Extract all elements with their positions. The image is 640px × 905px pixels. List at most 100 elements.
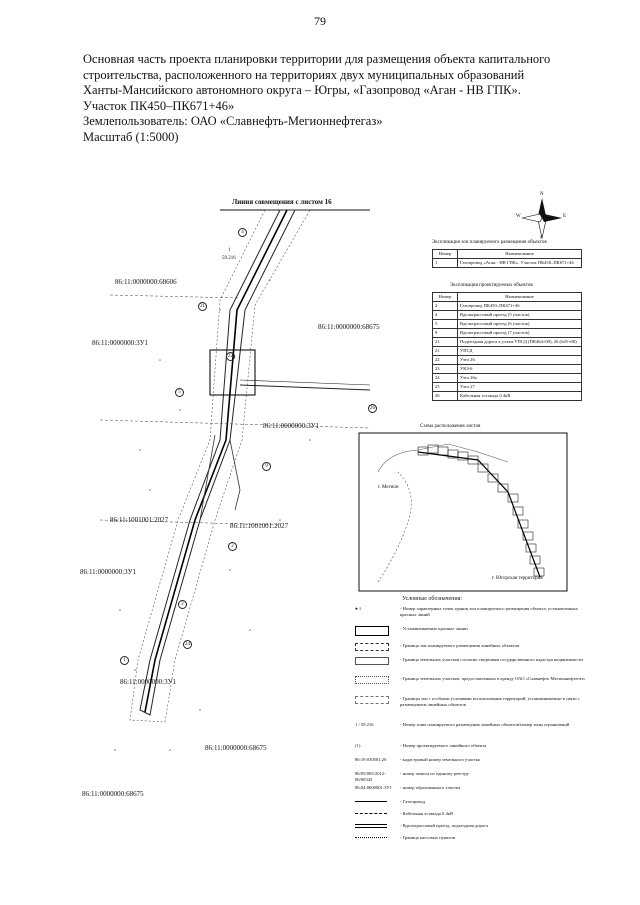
object-marker: 26 [368,404,377,413]
legend-symbol: 86:19:030501:20 [355,757,387,762]
legend-text: - Граница кассовых пунктов [400,835,456,840]
table-cell: Вдольтрассовый проезд (7 участок) [457,328,582,338]
table-header: Номер [432,249,458,259]
object-marker: 4 [238,228,247,237]
object-marker: 24 [183,640,192,649]
table-cell: 4 [432,310,458,320]
parcel-label: 86:11:0000000:68606 [115,278,177,286]
table-cell: Газопровод «Аган - НВ ГПК». Участок ПК45… [457,258,582,268]
object-marker: 21 [198,302,207,311]
inset-caption: Схема расположения листов [420,424,481,429]
planning-map [99,209,370,751]
object-marker: 1 [120,656,129,665]
legend-text: - Граница зон планируемого размещения ли… [400,643,520,648]
legend-symbol: 86/05/005/2012-06/00343 [355,771,386,782]
parcel-label: 86:11:0000000:3У1 [263,422,320,430]
table1-caption: Экспликация зон планируемого размещения … [432,240,547,245]
compass-e: E [563,214,567,219]
document-title: Основная часть проекта планировки террит… [83,52,593,145]
legend-symbol: (1) [355,743,361,748]
table-cell: 22 [432,355,458,365]
table-cell: 21 [432,337,458,347]
table-cell: Узел 27 [457,382,582,392]
table-cell: УКЗ-6 [457,364,582,374]
table-cell: 9 [432,328,458,338]
parcel-label: 86:11:0000000:3У1 [120,678,177,686]
page-number: 79 [314,14,326,28]
cash-boundary-symbol [355,835,395,841]
table-cell: 26 [432,391,458,401]
table-header: Наименование [457,249,582,259]
table-header: Наименование [457,292,582,302]
table-cell: УПСД [457,346,582,356]
title-line: строительства, расположенного на террито… [83,67,525,82]
special-zone-symbol [355,696,395,706]
object-marker: 2 [178,600,187,609]
object-marker: 2 [228,542,237,551]
title-line: Участок ПК450–ПК671+46» [83,98,235,113]
parcel-label: 86:11:0000000:3У1 [80,568,137,576]
table-cell: 1 [432,258,458,268]
table-cell: 23 [432,364,458,374]
legend-text: - Устанавливаемые красные линии [400,626,468,631]
table-cell: Газопровод ПК450–ПК671+46 [457,301,582,311]
table-cell: Узел 26 [457,355,582,365]
pipeline-line-symbol [355,799,395,805]
title-line: Масштаб (1:5000) [83,129,179,144]
object-marker: 9 [262,462,271,471]
table-cell: 5 [432,319,458,329]
compass-icon [521,198,562,239]
cable-line-symbol [355,811,395,817]
table-cell: Узел 26а [457,373,582,383]
table-cell: 24 [432,373,458,383]
legend-text: - Граница земельных участков согласно св… [400,657,583,662]
legend-text: - Вдольтрассовый проезд, подъездная доро… [400,823,489,828]
parcel-label: 86:11:1001001:2027 [230,522,289,530]
parcel-label: 86:11:0000000:3У1 [92,339,149,347]
legend-text: - Номер проектируемого линейного объекта [400,743,487,748]
table-cell: Подъездная дорога к узлам УПСД (ПК464+00… [457,337,582,347]
legend-text: - Номер зоны планируемого размещения лин… [400,722,570,727]
table-cell: 25 [432,382,458,392]
inset-map [358,432,568,592]
table-cell: Кабельная эстакада 0.4кВ [457,391,582,401]
legend-text: - кадастровый номер земельного участка [400,757,480,762]
legend-text: - номер записи по единому реестру [400,771,469,776]
inset-label: г. Мегион [378,485,399,490]
parcel-label: 86:11:0000000:68675 [82,790,144,798]
zone-boundary-symbol [355,643,395,653]
point-number: 1 [228,248,231,253]
parcel-label: 86:11:0000000:68675 [205,744,267,752]
legend-text: - Граница земельных участков, предоставл… [400,676,586,681]
inset-label: г. Югорская территория [492,576,543,581]
legend-symbol: 1 / 59.216 [355,722,374,727]
table-cell: 2 [432,301,458,311]
object-marker: 5 [175,388,184,397]
parcel-label: 86:11:1001001:2027 [110,516,169,524]
red-line-symbol [355,626,395,638]
table-cell: Вдольтрассовый проезд (5 участок) [457,310,582,320]
table-header: Номер [432,292,458,302]
compass-n: N [540,192,544,197]
vegetation-dots [114,279,311,751]
title-line: Землепользователь: ОАО «Славнефть-Мегион… [83,114,383,128]
legend-text: - номер образованного участка [400,785,461,790]
legend-symbol: ● 1 [355,606,362,611]
road-line-symbol [355,823,395,829]
compass-s: S [540,236,543,241]
legend-text: - Газопровод [400,799,426,804]
legend-text: - Номер характерных точек границ зон пла… [400,606,578,617]
